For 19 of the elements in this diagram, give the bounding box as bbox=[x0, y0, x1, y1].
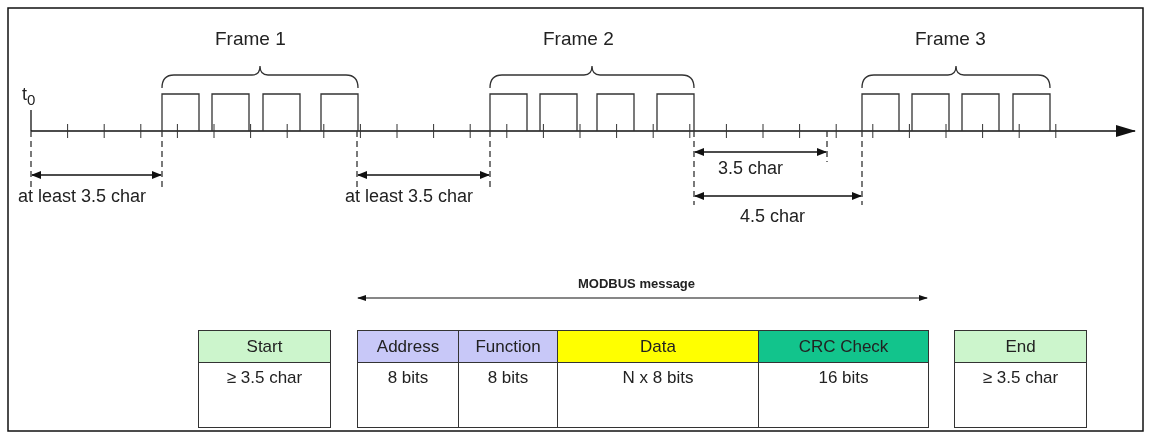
header-cell: Start bbox=[198, 330, 331, 363]
header-cell: Function bbox=[458, 330, 558, 363]
message-label: MODBUS message bbox=[578, 276, 696, 291]
header-cell: Address bbox=[357, 330, 459, 363]
table-cell: ≥ 3.5 char bbox=[954, 362, 1087, 428]
time-origin-label: t$_{0}$ bbox=[22, 84, 36, 108]
interval-label: 3.5 char bbox=[718, 158, 784, 179]
table-cell: ≥ 3.5 char bbox=[198, 362, 331, 428]
header-cell: End bbox=[954, 330, 1087, 363]
interval-label: 4.5 char bbox=[740, 206, 806, 227]
frame-label: Frame 1 bbox=[215, 28, 286, 50]
interval-label: at least 3.5 char bbox=[345, 186, 474, 207]
header-cell: Data bbox=[557, 330, 759, 363]
frame-label: Frame 3 bbox=[915, 28, 986, 50]
table-cell: 8 bits bbox=[357, 362, 459, 428]
header-cell: CRC Check bbox=[758, 330, 929, 363]
interval-label: at least 3.5 char bbox=[18, 186, 147, 207]
frame-label: Frame 2 bbox=[543, 28, 614, 50]
table-cell: 16 bits bbox=[758, 362, 929, 428]
